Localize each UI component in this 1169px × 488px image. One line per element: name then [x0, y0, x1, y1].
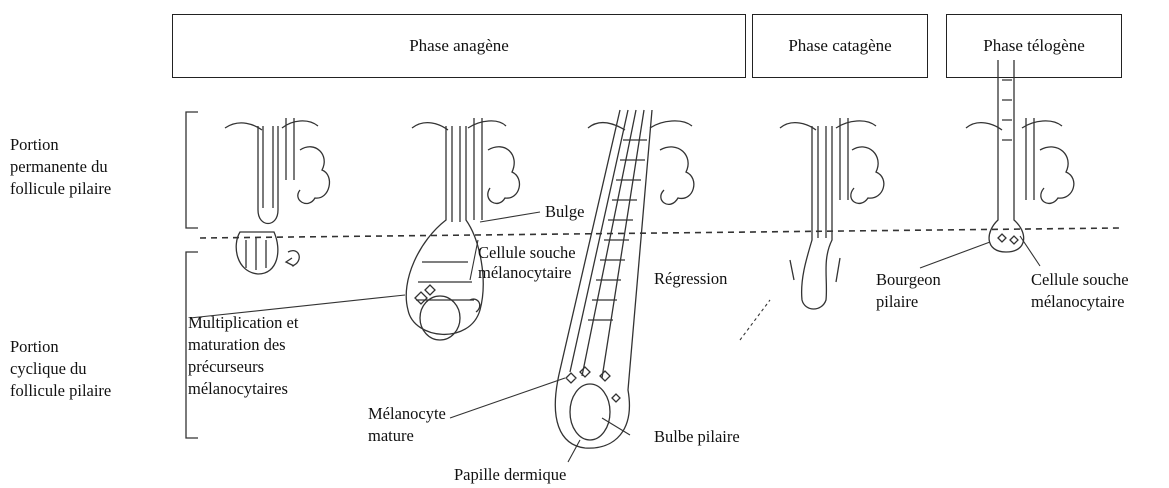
permanent-portion-bracket	[186, 112, 198, 228]
cyclic-portion-label: Portion cyclique du follicule pilaire	[10, 336, 111, 402]
permanent-portion-label: Portion permanente du follicule pilaire	[10, 134, 111, 200]
bulge-label: Bulge	[545, 201, 584, 223]
boundary-dashed-line	[200, 228, 1120, 238]
bulbe-pilaire-label: Bulbe pilaire	[654, 426, 740, 448]
melanocyte-mature-label: Mélanocyte mature	[368, 403, 446, 447]
leader-lines	[190, 212, 1040, 462]
regression-label: Régression	[654, 268, 727, 290]
follicle-early-anagen	[225, 118, 329, 274]
papille-dermique-label: Papille dermique	[454, 464, 566, 486]
follicle-mid-anagen	[406, 118, 519, 340]
multiplication-label: Multiplication et maturation des précurs…	[188, 312, 298, 400]
bourgeon-pilaire-label: Bourgeon pilaire	[876, 269, 941, 313]
stem-cell-label-1: Cellule souche mélanocytaire	[478, 243, 576, 283]
follicle-catagen	[780, 118, 884, 309]
follicle-telogen	[966, 60, 1074, 252]
stem-cell-label-2: Cellule souche mélanocytaire	[1031, 269, 1129, 313]
